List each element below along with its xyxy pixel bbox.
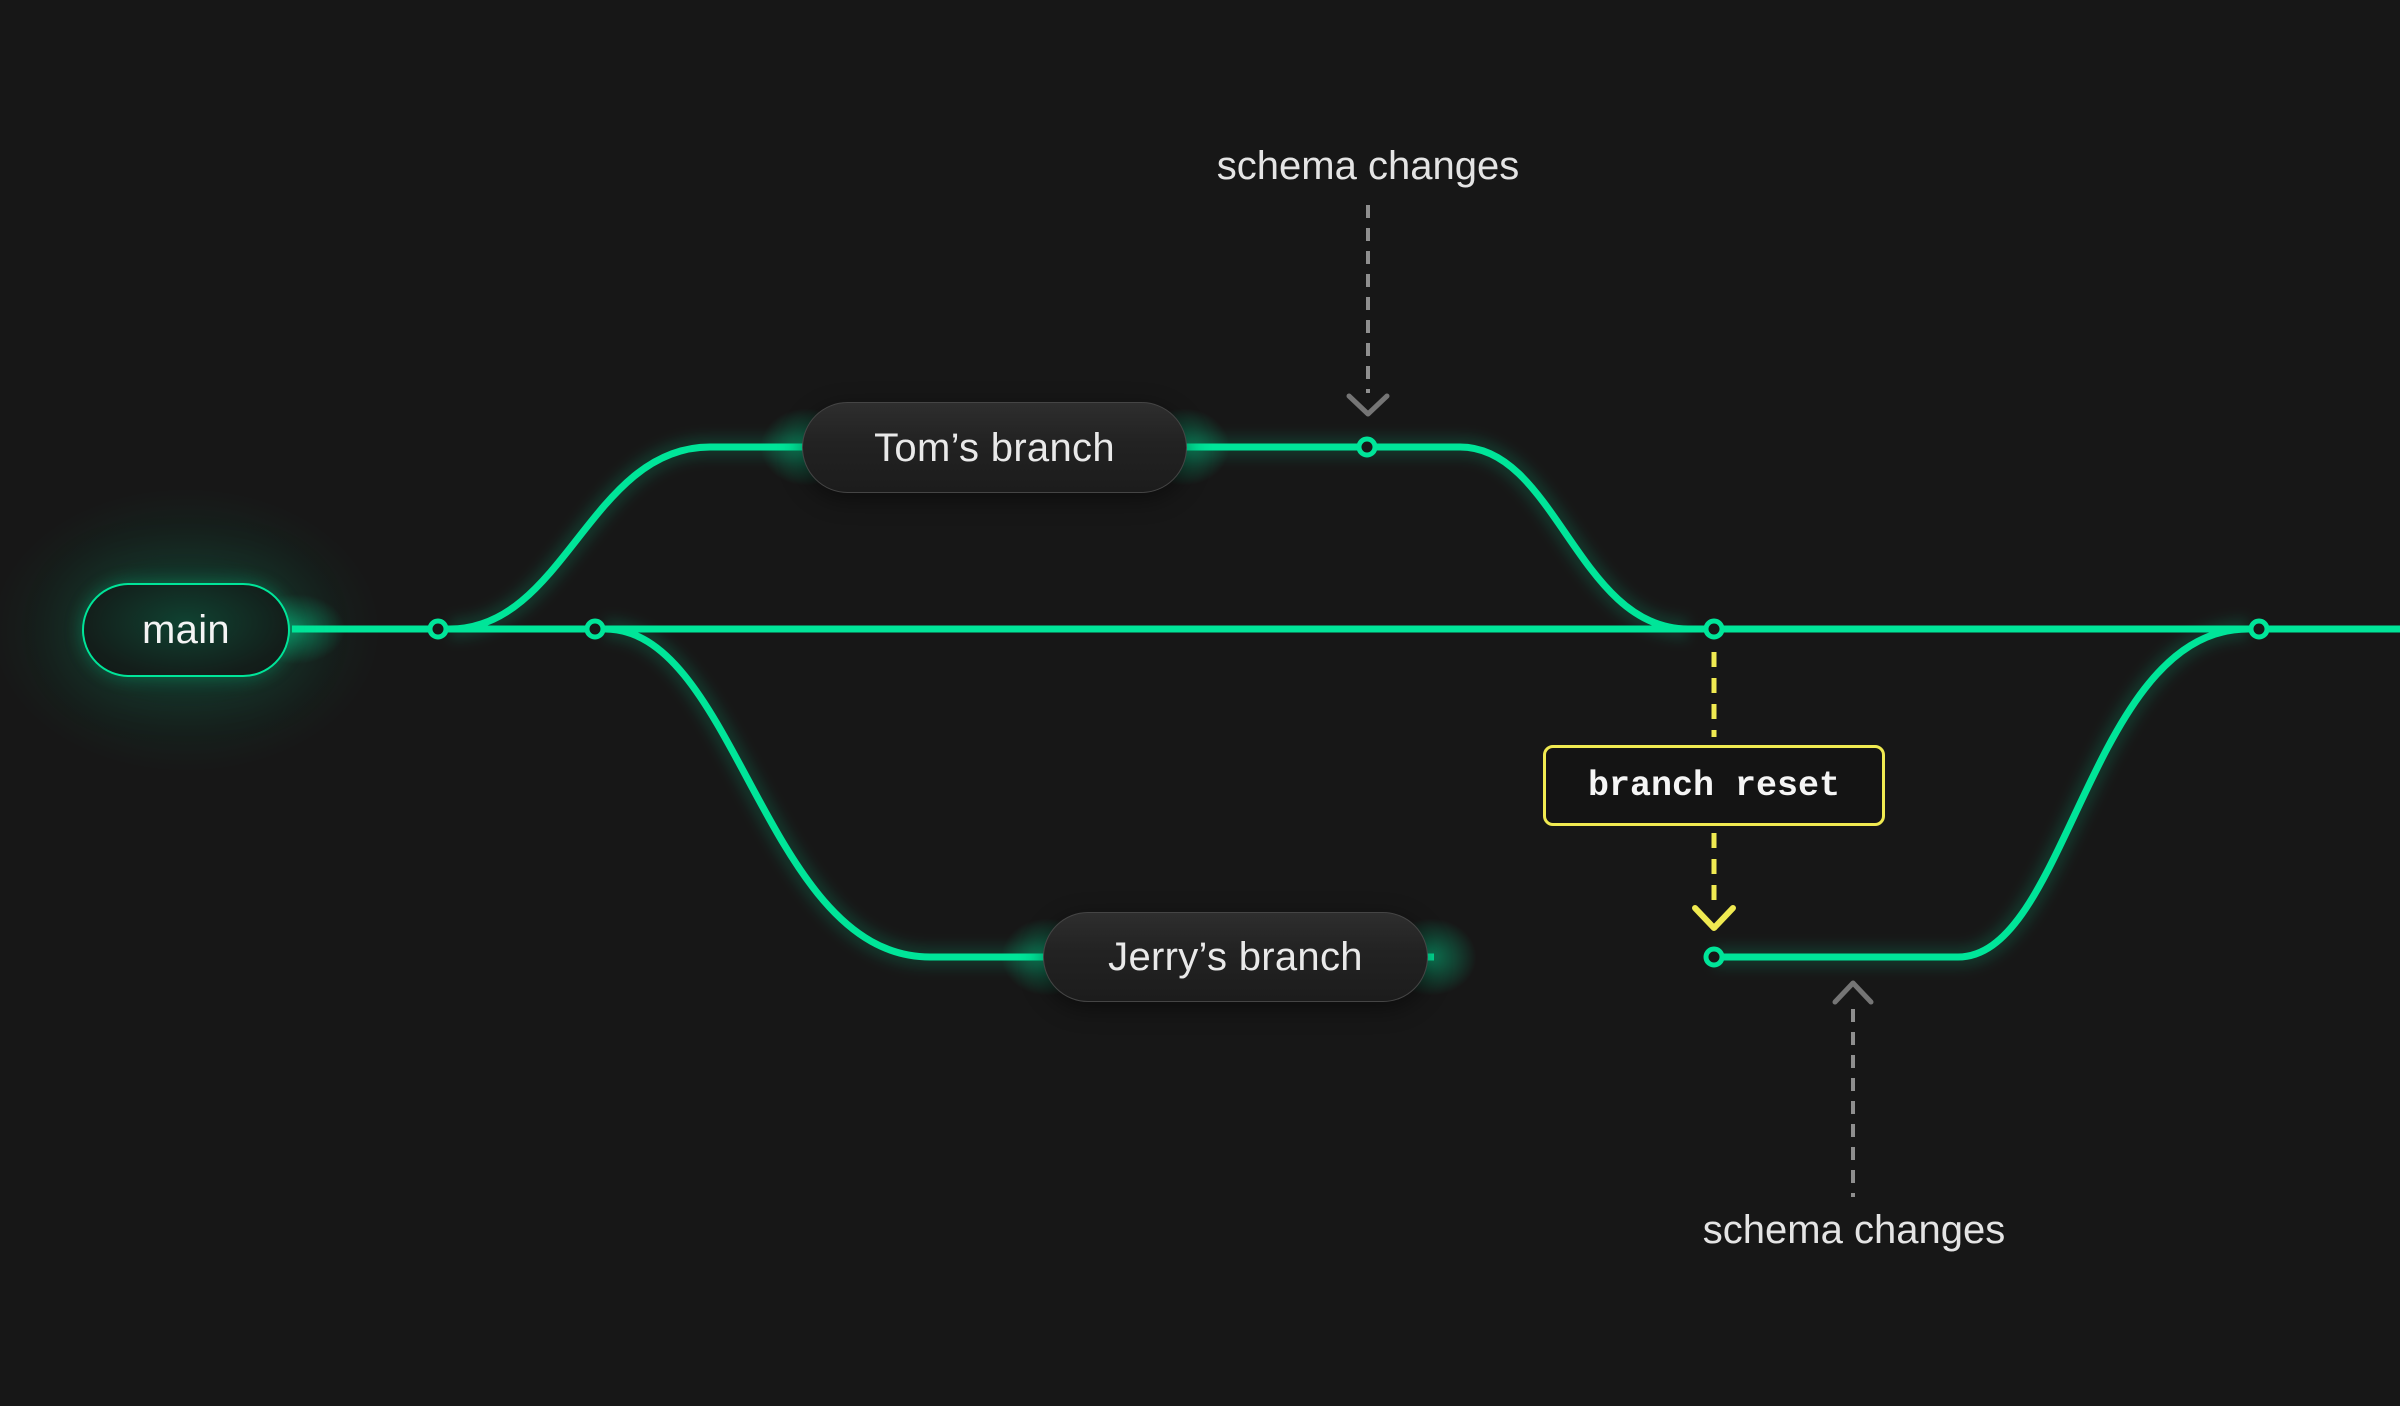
branch-reset-arrow-icon [1692,652,1736,931]
commit-node-jerry-reset [1703,946,1725,968]
arrow-up-icon [1832,980,1874,1197]
branch-reset-callout: branch reset [1543,745,1885,826]
tom-branch-line [449,443,1689,633]
branch-label-main: main [142,608,230,652]
commit-node-main-4 [2248,618,2270,640]
commit-node-main-3 [1703,618,1725,640]
branch-pill-tom: Tom’s branch [802,402,1187,493]
schema-changes-annotation-top: schema changes [1216,144,1520,188]
commit-node-main-2 [584,618,606,640]
branch-pill-main: main [82,583,290,677]
schema-changes-annotation-bottom: schema changes [1702,1208,2006,1252]
jerry-branch-line [604,625,1434,961]
jerry-branch-glow [604,618,1434,968]
jerry-merge-line [1714,625,2249,961]
commit-node-tom [1356,436,1378,458]
branch-pill-jerry: Jerry’s branch [1043,912,1428,1002]
branch-label-jerry: Jerry’s branch [1108,935,1363,979]
commit-node-main-1 [427,618,449,640]
branch-label-tom: Tom’s branch [874,425,1115,470]
arrow-down-icon [1346,205,1390,417]
branch-reset-label: branch reset [1587,765,1841,806]
